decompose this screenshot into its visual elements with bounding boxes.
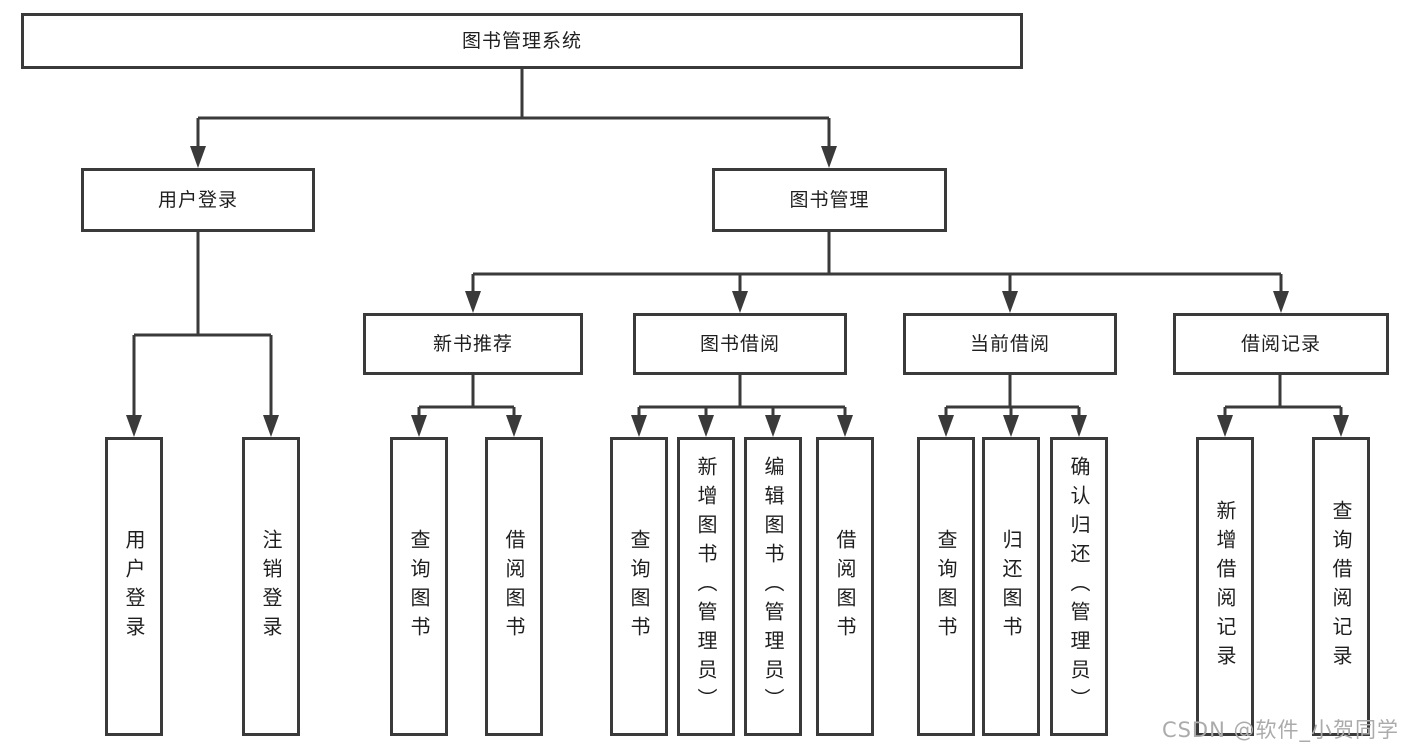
arrowheads [126, 146, 1349, 437]
node-leaf-query-borrow-record: 查询借阅记录 [1312, 437, 1370, 736]
node-leaf-borrow-books: 借阅图书 [816, 437, 874, 736]
node-leaf-add-borrow-record: 新增借阅记录 [1196, 437, 1254, 736]
node-leaf-return-book: 归还图书 [982, 437, 1040, 736]
node-user-login: 用户登录 [81, 168, 315, 232]
node-leaf-borrow-books-recommend: 借阅图书 [485, 437, 543, 736]
node-leaf-user-login: 用户登录 [105, 437, 163, 736]
node-leaf-confirm-return-admin: 确认归还（管理员） [1050, 437, 1108, 736]
node-leaf-add-book-admin: 新增图书（管理员） [677, 437, 735, 736]
node-book-borrowing: 图书借阅 [633, 313, 847, 375]
node-leaf-query-books-borrow: 查询图书 [610, 437, 668, 736]
node-leaf-logout: 注销登录 [242, 437, 300, 736]
node-new-book-recommendation: 新书推荐 [363, 313, 583, 375]
connector-lines [132, 69, 1343, 417]
node-leaf-query-books-current: 查询图书 [917, 437, 975, 736]
node-book-management: 图书管理 [712, 168, 947, 232]
node-leaf-edit-book-admin: 编辑图书（管理员） [744, 437, 802, 736]
node-leaf-query-books-recommend: 查询图书 [390, 437, 448, 736]
node-borrowing-records: 借阅记录 [1173, 313, 1389, 375]
node-library-management-system: 图书管理系统 [21, 13, 1023, 69]
csdn-watermark: CSDN @软件_小贺同学 [1161, 718, 1399, 742]
node-current-borrowing: 当前借阅 [903, 313, 1117, 375]
